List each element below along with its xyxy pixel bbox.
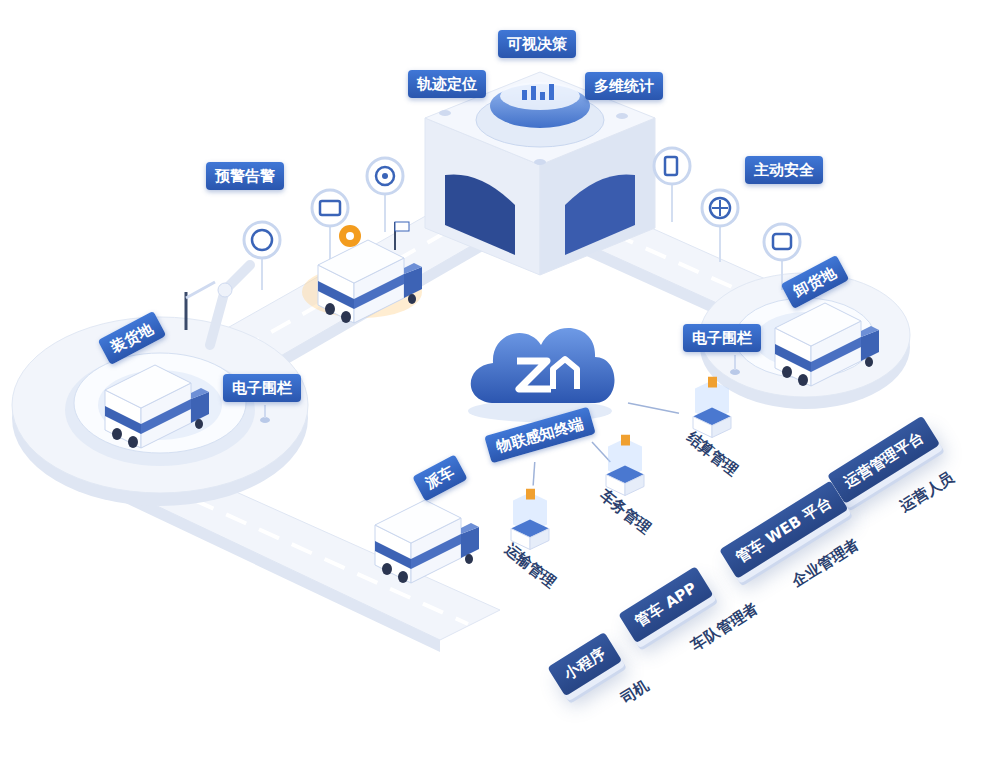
control-tower: [425, 72, 655, 275]
tag-box: 主动安全: [745, 156, 823, 184]
tag-label: 派车: [412, 454, 468, 501]
caption-label: 企业管理者: [789, 535, 863, 591]
icon-badges: [710, 198, 730, 218]
loading-ring: [74, 353, 246, 453]
road: [60, 205, 790, 652]
trucks: [105, 365, 209, 448]
platform-block: 小程序司机: [547, 627, 652, 733]
tag-box: 装货地: [98, 311, 167, 365]
icon-badges: [376, 167, 394, 185]
robot-arm: [218, 283, 232, 297]
tag-box: 派车: [412, 454, 468, 501]
caption-label: 运营人员: [897, 468, 958, 516]
trucks: [395, 222, 409, 231]
tag-label: 轨迹定位: [408, 70, 486, 98]
pins: [264, 405, 266, 418]
icon-badges: [382, 173, 388, 179]
cloud-icon: [517, 361, 551, 389]
connector-line: [592, 442, 610, 462]
robot-arm: [186, 265, 250, 345]
tag-box: 卸货地: [781, 255, 850, 309]
tag-label: 预警告警: [206, 162, 284, 190]
robot-arm: [210, 265, 250, 345]
trucks: [346, 232, 354, 240]
icon-badges: [719, 226, 721, 262]
trucks: [375, 500, 479, 583]
trucks: [339, 225, 361, 247]
icon-badges: [702, 190, 738, 226]
tag-box: 多维统计: [585, 72, 663, 100]
tag-box: 电子围栏: [223, 374, 301, 402]
pedestal-icon: [712, 417, 731, 438]
icon-badges: [367, 158, 403, 194]
cloud-icon: [553, 359, 577, 389]
road: [265, 235, 490, 377]
icon-badges: [654, 148, 690, 184]
road: [240, 220, 467, 350]
control-tower: [439, 110, 451, 116]
icon-badges: [671, 184, 673, 222]
icon-badges: [329, 226, 331, 262]
cloud-icon: [471, 328, 615, 403]
pins: [734, 355, 736, 370]
robot-arm: [186, 282, 215, 298]
tag-label: 主动安全: [745, 156, 823, 184]
control-tower: [549, 84, 554, 100]
tag-label: 卸货地: [781, 255, 850, 309]
control-tower: [445, 174, 515, 255]
module-pedestal: 运输管理: [500, 489, 560, 576]
icon-badges: [261, 258, 263, 290]
loading-ring: [12, 317, 308, 493]
caption-label: 车队管理者: [688, 599, 762, 655]
platform-block: 运营管理平台运营人员: [827, 416, 963, 541]
control-tower: [616, 113, 628, 119]
control-tower: [500, 82, 580, 110]
icon-badges: [252, 230, 272, 250]
cloud-icon: [455, 311, 625, 423]
tag-box: 轨迹定位: [408, 70, 486, 98]
tag-box: 可视决策: [498, 30, 576, 58]
control-tower: [540, 92, 545, 100]
control-tower: [531, 86, 536, 100]
tag-label: 电子围栏: [683, 324, 761, 352]
module-pedestal: 结算管理: [682, 377, 742, 464]
connector-line: [628, 403, 679, 413]
icon-badges: [384, 194, 386, 232]
pedestal-icon: [621, 435, 630, 446]
control-tower: [565, 174, 635, 255]
pedestal-icon: [625, 475, 644, 496]
pedestal-icon: [708, 377, 717, 388]
connector-line: [533, 462, 535, 486]
icon-badges: [312, 190, 348, 226]
tag-label: 可视决策: [498, 30, 576, 58]
module-pedestal: 车务管理: [595, 435, 655, 522]
tag-label: 电子围栏: [223, 374, 301, 402]
loading-ring: [65, 354, 255, 466]
loading-ring: [12, 317, 308, 506]
icon-badges: [244, 222, 280, 258]
tag-label: 多维统计: [585, 72, 663, 100]
trucks: [105, 222, 879, 583]
tag-label: 小程序: [547, 632, 622, 696]
tag-box: 预警告警: [206, 162, 284, 190]
control-tower: [522, 90, 527, 100]
tag-label: 装货地: [98, 311, 167, 365]
pedestal-icon: [530, 529, 549, 550]
tag-box: 电子围栏: [683, 324, 761, 352]
icon-badges: [719, 200, 721, 216]
icon-badges: [764, 224, 800, 260]
trucks: [318, 240, 422, 323]
control-tower: [534, 159, 546, 165]
icon-badges: [320, 201, 340, 215]
trucks: [775, 303, 879, 386]
icon-badges: [773, 234, 791, 249]
cloud-terminal: 物联感知终端: [455, 311, 625, 459]
pedestal-icon: [526, 489, 535, 500]
caption-label: 司机: [617, 676, 653, 708]
icon-badges: [665, 157, 677, 175]
